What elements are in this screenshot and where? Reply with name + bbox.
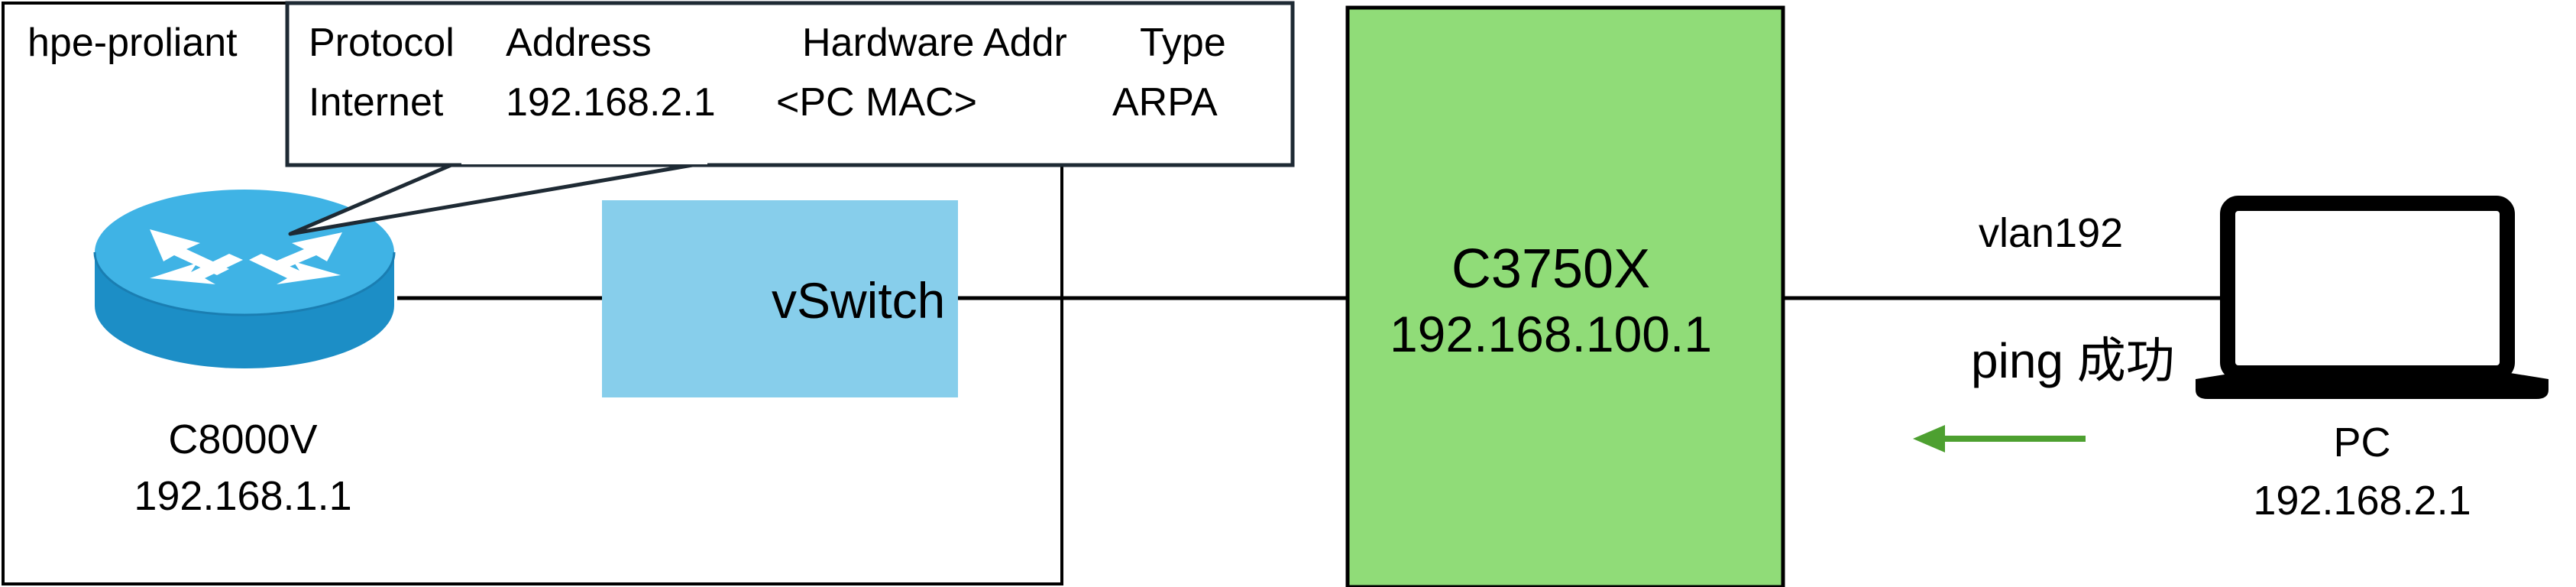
arp-header-protocol: Protocol: [309, 21, 455, 65]
arp-row-hardware-addr: <PC MAC>: [776, 80, 977, 125]
router-name: C8000V: [168, 417, 318, 462]
ping-arrow: [1913, 425, 2086, 452]
laptop-icon: [2196, 196, 2548, 399]
arp-callout: [285, 1, 1295, 236]
arp-header-type: Type: [1140, 21, 1226, 65]
vlan-label: vlan192: [1979, 210, 2124, 256]
c3750x-box: [1345, 5, 1785, 587]
pc-ip: 192.168.2.1: [2253, 478, 2471, 524]
arp-header-address: Address: [506, 21, 652, 65]
arp-row-type: ARPA: [1112, 80, 1218, 125]
arp-row-protocol: Internet: [309, 80, 444, 125]
pc-name: PC: [2333, 420, 2391, 465]
switch-name: C3750X: [1451, 238, 1651, 300]
vswitch-label: vSwitch: [772, 272, 946, 329]
arp-header-hardware-addr: Hardware Addr: [802, 21, 1067, 65]
arp-row-address: 192.168.2.1: [506, 80, 716, 125]
switch-ip: 192.168.100.1: [1389, 306, 1713, 362]
ping-status-label: ping 成功: [1971, 333, 2175, 388]
vswitch-box: [602, 200, 958, 397]
router-ip: 192.168.1.1: [134, 473, 352, 519]
host-group-label: hpe-proliant: [28, 21, 238, 65]
